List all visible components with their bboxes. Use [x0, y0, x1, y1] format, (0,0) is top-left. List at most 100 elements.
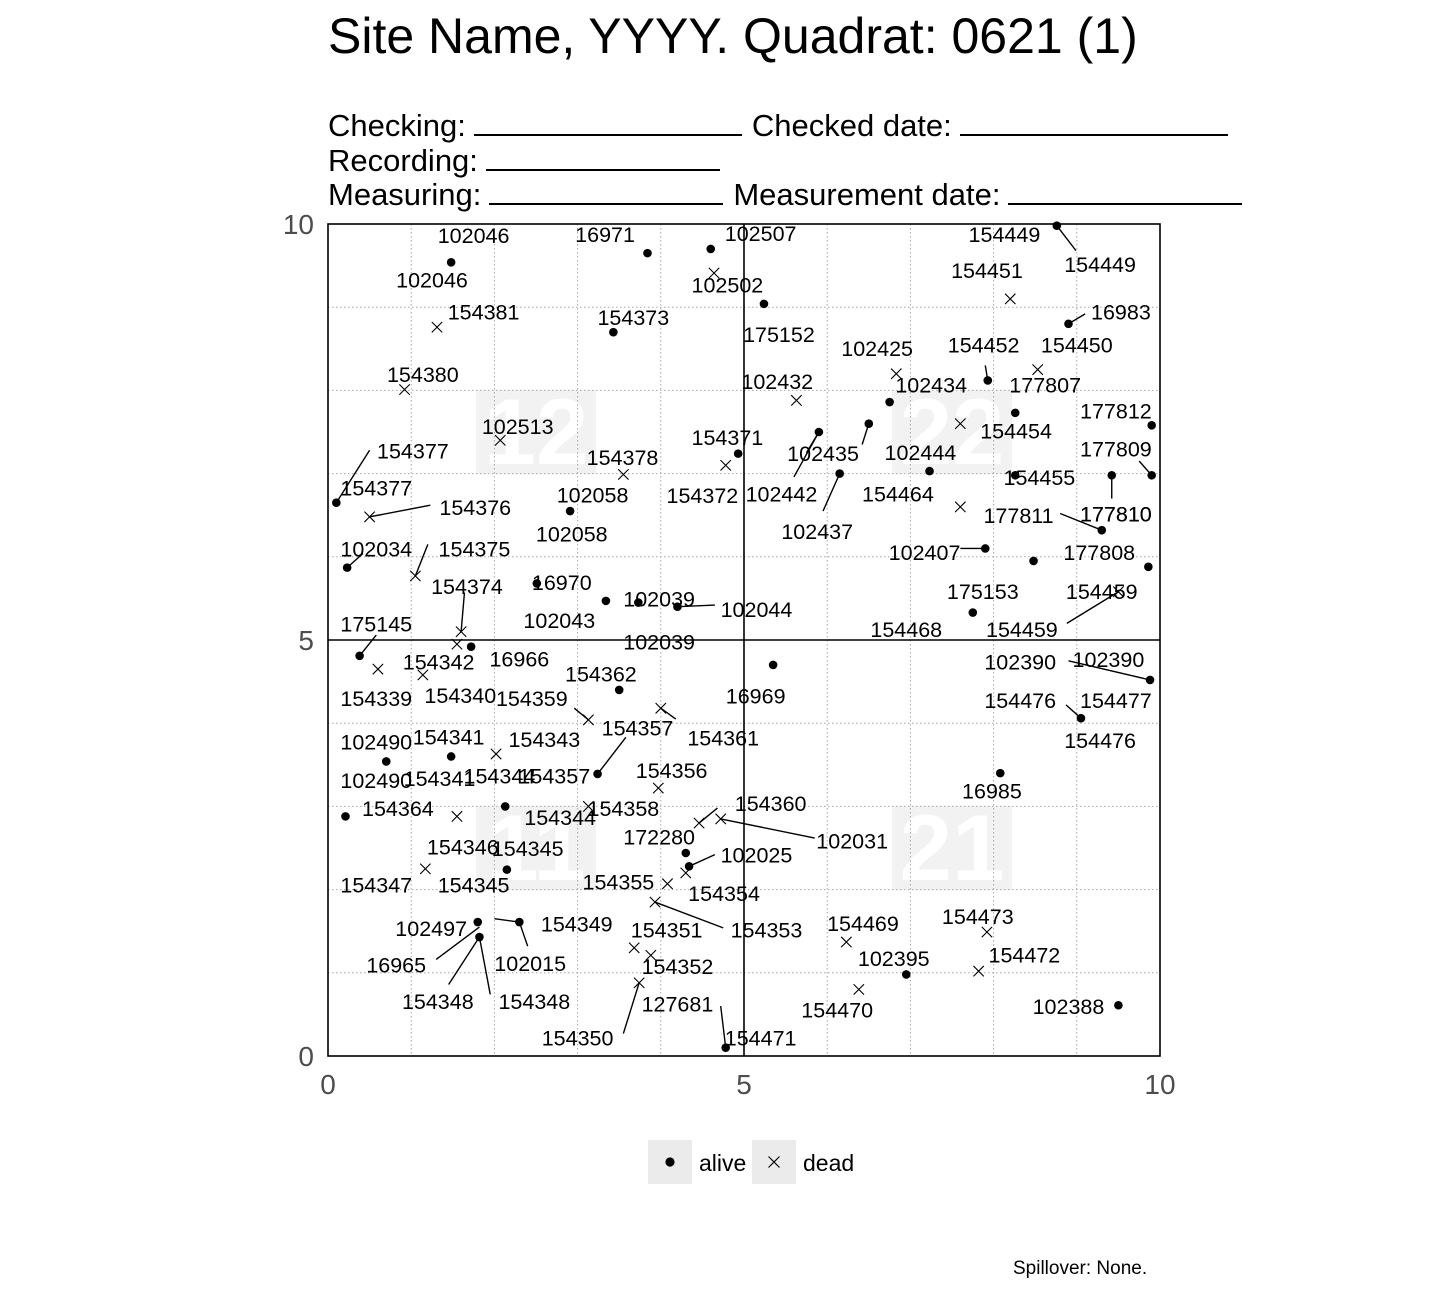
- tree-tag-label: 154378: [587, 446, 659, 470]
- dead-point: [582, 800, 595, 812]
- tree-tag-label: 154377: [340, 477, 412, 501]
- tree-tag-label: 102490: [340, 731, 412, 755]
- alive-point: [332, 498, 341, 508]
- tree-tag-label: 154346: [427, 835, 499, 859]
- tree-tag-label: 175153: [947, 580, 1019, 604]
- dead-point: [455, 626, 467, 638]
- tree-tag-label: 154449: [969, 223, 1041, 247]
- tree-tag-label: 16985: [962, 780, 1022, 804]
- tree-tag-label: 102043: [523, 609, 595, 633]
- alive-point: [1145, 675, 1155, 685]
- tree-tag-label: 102046: [396, 269, 468, 293]
- subquadrat-label-bg: [892, 390, 1012, 474]
- dead-point: [649, 896, 661, 908]
- legend-dead-label: dead: [803, 1150, 855, 1176]
- leader-line: [720, 1005, 727, 1048]
- tree-tag-label: 154476: [1064, 729, 1136, 753]
- tree-tag-label: 177810: [1080, 503, 1152, 527]
- tree-tag-label: 102039: [623, 587, 695, 611]
- alive-point: [643, 248, 652, 258]
- alive-point: [515, 917, 524, 927]
- alive-point: [980, 544, 990, 553]
- dead-point: [715, 813, 727, 825]
- dead-point: [954, 501, 966, 513]
- leader-line: [622, 982, 640, 1034]
- tree-tag-label: 175145: [340, 612, 412, 636]
- checking-row: Checking:Checked date:: [328, 108, 1238, 143]
- tree-tag-label: 154357: [602, 716, 674, 740]
- dead-point: [409, 570, 421, 582]
- tree-tag-label: 154356: [636, 759, 708, 783]
- alive-point: [1147, 470, 1156, 480]
- alive-point: [341, 812, 350, 821]
- tree-tag-label: 154357: [518, 765, 590, 789]
- leader-line: [478, 936, 491, 995]
- tree-tag-label: 154348: [402, 990, 474, 1014]
- dead-point: [419, 863, 431, 875]
- tree-tag-label: 154342: [403, 651, 475, 675]
- tree-tag-label: 16983: [1091, 300, 1151, 324]
- tree-tag-label: 16965: [366, 953, 426, 977]
- tree-tag-label: 154340: [424, 684, 496, 708]
- checked-date-label: Checked date:: [751, 108, 952, 143]
- alive-point: [901, 970, 911, 979]
- alive-point: [446, 752, 456, 761]
- tree-tag-label: 154353: [731, 919, 803, 943]
- tree-tag-label: 16966: [489, 647, 549, 671]
- alive-point: [609, 327, 618, 337]
- dead-point: [451, 810, 463, 822]
- alive-point: [814, 427, 824, 437]
- legend-alive-key: [648, 1140, 692, 1184]
- dead-point: [417, 669, 429, 681]
- y-tick-label: 5: [298, 625, 314, 656]
- tree-tag-label: 177810: [1080, 503, 1152, 527]
- tree-tag-label: 102039: [623, 631, 695, 655]
- subquadrat-label-bg: [892, 806, 1012, 890]
- dead-point: [680, 867, 692, 879]
- tree-tag-label: 16969: [726, 685, 786, 709]
- alive-point: [473, 917, 483, 927]
- tree-tag-label: 154459: [1066, 580, 1138, 604]
- tree-tag-label: 154343: [508, 728, 580, 752]
- alive-point: [1076, 713, 1086, 723]
- tree-tag-label: 154354: [688, 882, 760, 906]
- dead-point: [1112, 586, 1124, 598]
- tree-tag-label: 172280: [623, 825, 695, 849]
- recording-row: Recording:: [328, 143, 730, 178]
- tree-tag-label: 154468: [870, 618, 942, 642]
- tree-tag-label: 102407: [889, 541, 961, 565]
- tree-tag-label: 102434: [895, 374, 967, 398]
- tree-tag-label: 154341: [413, 726, 485, 750]
- tree-tag-label: 154348: [498, 990, 570, 1014]
- plot-border: [327, 223, 1161, 1057]
- dead-point: [790, 394, 803, 406]
- dead-point: [890, 368, 902, 380]
- tree-tag-label: 102058: [557, 483, 629, 507]
- alive-point: [634, 598, 643, 607]
- alive-point: [681, 848, 691, 858]
- checking-blank: [473, 108, 742, 136]
- tree-tag-label: 175152: [743, 323, 815, 347]
- tree-tag-label: 16970: [532, 571, 592, 595]
- dead-point: [431, 321, 443, 333]
- dead-point: [661, 878, 674, 890]
- dead-point: [708, 267, 720, 279]
- alive-point: [1097, 525, 1107, 535]
- tree-tag-label: 154339: [340, 687, 412, 711]
- leader-line: [677, 604, 715, 608]
- alive-point: [466, 642, 476, 651]
- tree-tag-label: 102442: [746, 483, 818, 507]
- tree-tag-label: 102390: [984, 651, 1056, 675]
- tree-tag-label: 102034: [340, 537, 412, 561]
- dead-point: [617, 468, 629, 481]
- leader-line: [597, 736, 627, 775]
- alive-point: [446, 257, 456, 267]
- dead-point: [720, 459, 732, 471]
- alive-point: [614, 685, 624, 695]
- leader-line: [369, 504, 431, 518]
- tree-tag-label: 154359: [496, 687, 568, 711]
- dead-point: [494, 434, 506, 446]
- alive-point: [1147, 421, 1156, 430]
- recording-label: Recording:: [328, 143, 478, 178]
- tree-tag-label: 154362: [565, 662, 637, 686]
